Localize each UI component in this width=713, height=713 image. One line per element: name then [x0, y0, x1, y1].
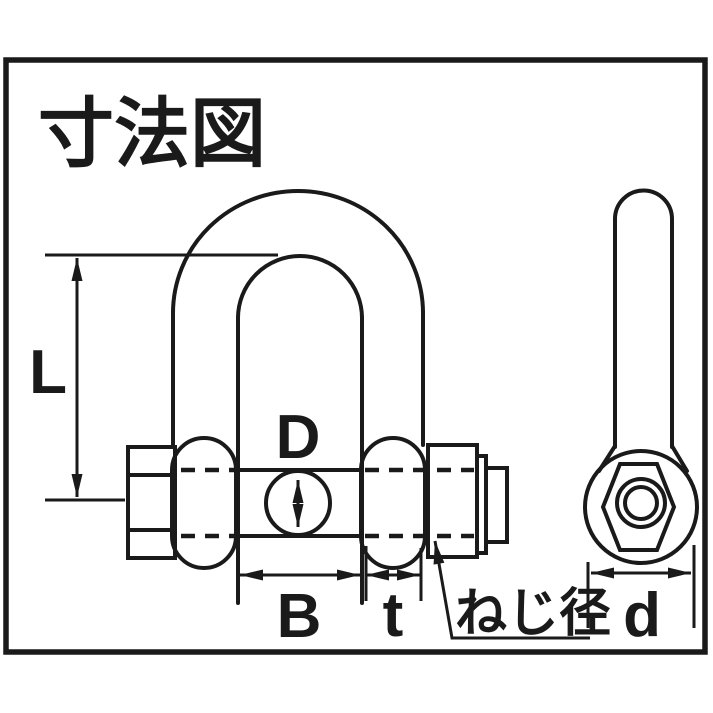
L-label: L: [29, 338, 67, 407]
pin-end-outer-circle: [615, 477, 667, 529]
left-eye-outline: [170, 436, 238, 570]
side-eye-circle: [583, 449, 699, 565]
dimension-t: t: [364, 546, 423, 650]
drawing-title: 寸法図: [38, 92, 266, 177]
pin-head: [426, 443, 509, 559]
pin-head-body: [426, 443, 479, 559]
dimension-L: L: [29, 253, 278, 502]
pin-diameter-circle: [264, 469, 332, 537]
bow-inner-arc: [236, 254, 364, 320]
dimension-B: B: [240, 569, 360, 651]
D-label: D: [276, 403, 321, 472]
nut-body: [126, 445, 177, 560]
pin-end-inner-circle: [623, 485, 659, 521]
dimension-d: d: [586, 545, 696, 650]
shackle-front-view: [126, 189, 509, 605]
bow-outer-arc: [171, 189, 425, 315]
screw-diameter-callout: ねじ径: [433, 540, 611, 643]
shank-right-flare: [670, 444, 689, 473]
screw-diameter-leader-line: [433, 540, 590, 640]
shank-top-arc: [613, 188, 674, 221]
t-label: t: [383, 581, 404, 650]
d-label: d: [623, 581, 661, 650]
pin-hex-head: [600, 462, 677, 552]
drawing-frame-border: [3, 57, 708, 655]
right-eye-outline: [359, 436, 427, 570]
B-label: B: [277, 582, 322, 651]
hex-nut: [126, 445, 177, 560]
pin-thread-tip: [484, 466, 509, 544]
shackle-side-view: d: [583, 188, 699, 650]
screw-diameter-label: ねじ径: [455, 585, 611, 643]
